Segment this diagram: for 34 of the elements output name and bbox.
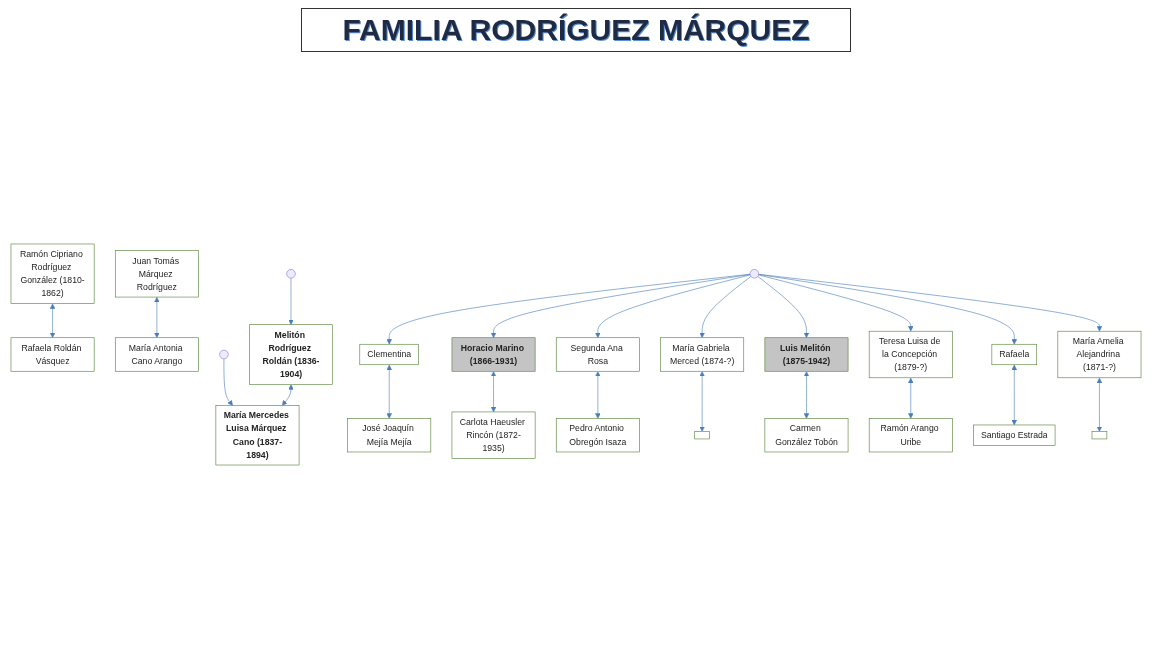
person-box: Rafaela Roldán Vásquez [10,337,95,372]
person-box: Horacio Marino (1866-1931) [451,337,536,372]
person-box: María Antonia Cano Arango [114,337,199,372]
person-box: Juan Tomás Márquez Rodríguez [114,250,199,298]
person-box: Clementina [359,343,419,366]
arrow [699,371,705,432]
person-box: Carmen González Tobón [764,418,849,453]
person-box: Rafaela [991,343,1038,366]
person-box [694,431,710,440]
person-box [1091,431,1108,440]
person-box: Luis Melitón (1875-1942) [764,337,849,372]
person-box: Melitón Rodríguez Roldán (1836-1904) [249,324,333,385]
person-box: Pedro Antonio Obregón Isaza [555,418,640,453]
arrow [1096,377,1103,432]
person-box: Santiago Estrada [973,424,1056,446]
diagram-title: FAMILIA RODRÍGUEZ MÁRQUEZ [301,8,851,52]
arrow [154,297,160,338]
person-box: José Joaquín Mejía Mejía [347,418,432,453]
person-box: Ramón Arango Uribe [868,418,953,453]
person-box: María Amelia Alejandrina (1871-?) [1057,330,1142,379]
arrow [282,384,294,406]
person-box: Ramón Cipriano Rodríguez González (1810-1862) [10,243,95,304]
arrow [490,371,497,413]
person-box: Carlota Haeusler Rincón (1872-1935) [451,411,536,459]
arrow [49,303,56,338]
arrow [803,371,810,419]
person-box: María Gabriela Merced (1874-?) [660,337,745,372]
arrow [595,371,601,419]
person-box: Segunda Ana Rosa [555,337,640,372]
person-box: Teresa Luisa de la Concepción (1879-?) [868,330,953,379]
arrow [386,364,392,419]
arrow [908,377,914,419]
person-box: María Mercedes Luisa Márquez Cano (1837-1894) [215,405,300,466]
arrow [1011,364,1017,426]
